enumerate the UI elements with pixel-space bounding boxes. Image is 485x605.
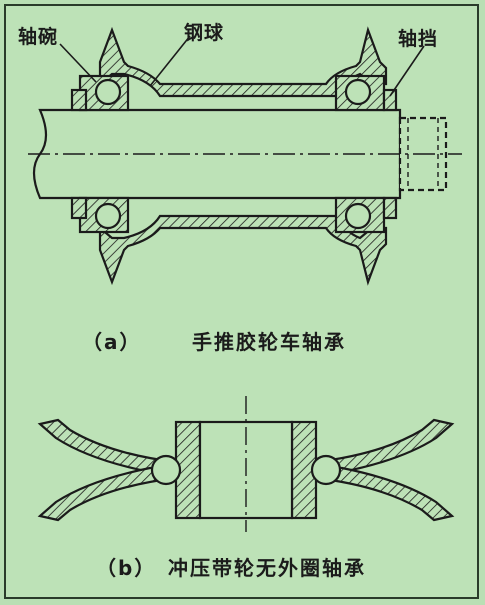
ball-left-upper — [94, 78, 122, 106]
ball-b-left — [150, 454, 182, 486]
stop-left-upper — [70, 88, 88, 112]
figure-a-drawing — [28, 26, 462, 286]
caption-b-letter: （b） — [96, 556, 157, 580]
label-ball: 钢球 — [184, 22, 225, 44]
caption-a-text: 手推胶轮车轴承 — [192, 330, 346, 354]
caption-a-letter: （a） — [82, 330, 142, 354]
stop-right-lower — [382, 196, 398, 220]
ball-left-lower — [94, 202, 122, 230]
stop-right-upper — [382, 88, 398, 112]
stop-left-lower — [70, 196, 88, 220]
ball-right-upper — [344, 78, 372, 106]
ball-right-lower — [344, 202, 372, 230]
label-cup: 轴碗 — [18, 26, 59, 48]
label-stop: 轴挡 — [398, 28, 439, 50]
figure-b-drawing — [37, 396, 455, 532]
caption-b-text: 冲压带轮无外圈轴承 — [168, 556, 366, 580]
hub-lower — [98, 214, 388, 286]
ball-b-right — [310, 454, 342, 486]
